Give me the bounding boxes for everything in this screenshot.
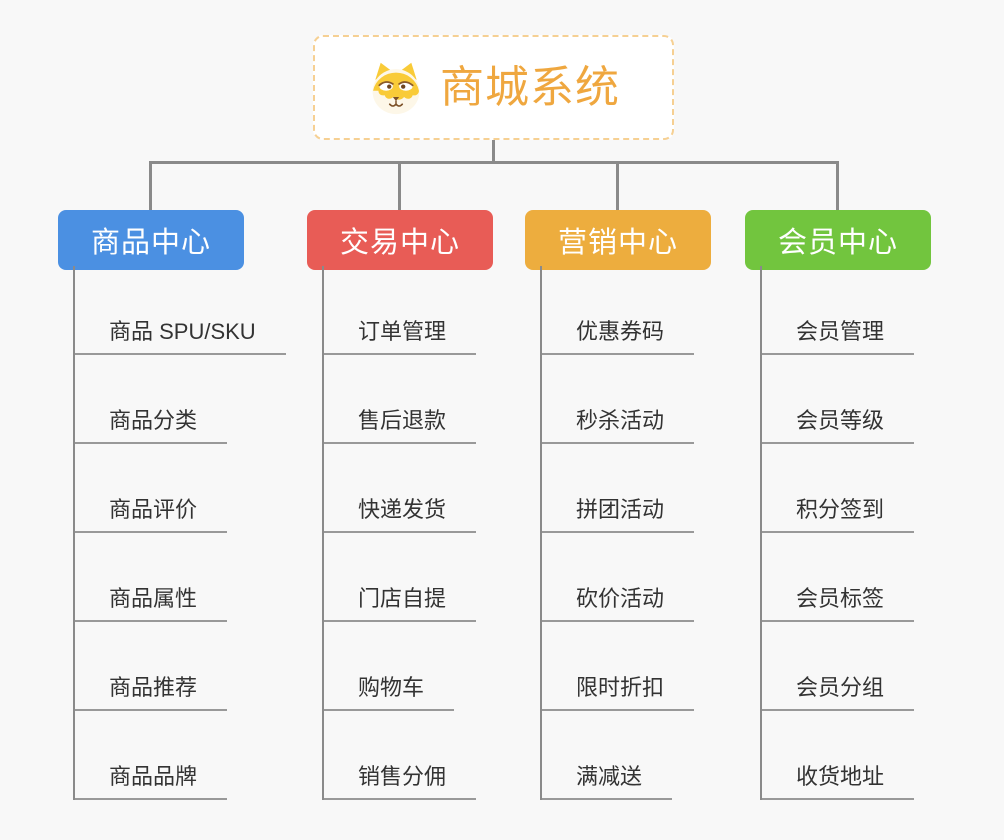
leaf-node[interactable]: 商品分类 <box>75 355 228 444</box>
root-title: 商城系统 <box>440 62 620 112</box>
leaf-node[interactable]: 会员分组 <box>762 622 915 711</box>
branch-member-center: 会员中心 会员管理 会员等级 积分签到 会员标签 会员分组 收货地址 <box>745 210 931 800</box>
leaf-node[interactable]: 拼团活动 <box>542 444 695 533</box>
leaf-node[interactable]: 满减送 <box>542 711 673 800</box>
leaf-node[interactable]: 商品属性 <box>75 533 228 622</box>
leaf-node[interactable]: 积分签到 <box>762 444 915 533</box>
leaf-node[interactable]: 商品评价 <box>75 444 228 533</box>
leaf-node[interactable]: 收货地址 <box>762 711 915 800</box>
connector-drop-marketing <box>616 161 619 210</box>
leaf-node[interactable]: 会员等级 <box>762 355 915 444</box>
leaf-node[interactable]: 购物车 <box>324 622 455 711</box>
connector-root-stub <box>492 140 495 164</box>
branch-marketing-center: 营销中心 优惠券码 秒杀活动 拼团活动 砍价活动 限时折扣 满减送 <box>525 210 711 800</box>
leaf-node[interactable]: 销售分佣 <box>324 711 477 800</box>
branch-node-product-center[interactable]: 商品中心 <box>58 210 244 270</box>
leaf-node[interactable]: 会员管理 <box>762 266 915 355</box>
leaf-node[interactable]: 售后退款 <box>324 355 477 444</box>
connector-drop-product <box>149 161 152 210</box>
root-node[interactable]: 商城系统 <box>313 35 674 140</box>
leaf-node[interactable]: 商品 SPU/SKU <box>75 266 286 355</box>
leaf-node[interactable]: 订单管理 <box>324 266 477 355</box>
branch-trade-center: 交易中心 订单管理 售后退款 快递发货 门店自提 购物车 销售分佣 <box>307 210 493 800</box>
leaf-node[interactable]: 商品推荐 <box>75 622 228 711</box>
connector-drop-member <box>836 161 839 210</box>
connector-drop-trade <box>398 161 401 210</box>
branch-children-trade: 订单管理 售后退款 快递发货 门店自提 购物车 销售分佣 <box>322 266 477 800</box>
branch-node-member-center[interactable]: 会员中心 <box>745 210 931 270</box>
leaf-node[interactable]: 快递发货 <box>324 444 477 533</box>
leaf-node[interactable]: 限时折扣 <box>542 622 695 711</box>
shiba-dog-icon <box>367 61 425 115</box>
branch-node-trade-center[interactable]: 交易中心 <box>307 210 493 270</box>
connector-bus-line <box>149 161 839 164</box>
branch-node-marketing-center[interactable]: 营销中心 <box>525 210 711 270</box>
leaf-node[interactable]: 秒杀活动 <box>542 355 695 444</box>
leaf-node[interactable]: 会员标签 <box>762 533 915 622</box>
leaf-node[interactable]: 商品品牌 <box>75 711 228 800</box>
branch-children-marketing: 优惠券码 秒杀活动 拼团活动 砍价活动 限时折扣 满减送 <box>540 266 695 800</box>
leaf-node[interactable]: 砍价活动 <box>542 533 695 622</box>
leaf-node[interactable]: 门店自提 <box>324 533 477 622</box>
branch-children-product: 商品 SPU/SKU 商品分类 商品评价 商品属性 商品推荐 商品品牌 <box>73 266 286 800</box>
leaf-node[interactable]: 优惠券码 <box>542 266 695 355</box>
branch-children-member: 会员管理 会员等级 积分签到 会员标签 会员分组 收货地址 <box>760 266 915 800</box>
branch-product-center: 商品中心 商品 SPU/SKU 商品分类 商品评价 商品属性 商品推荐 商品品牌 <box>58 210 286 800</box>
